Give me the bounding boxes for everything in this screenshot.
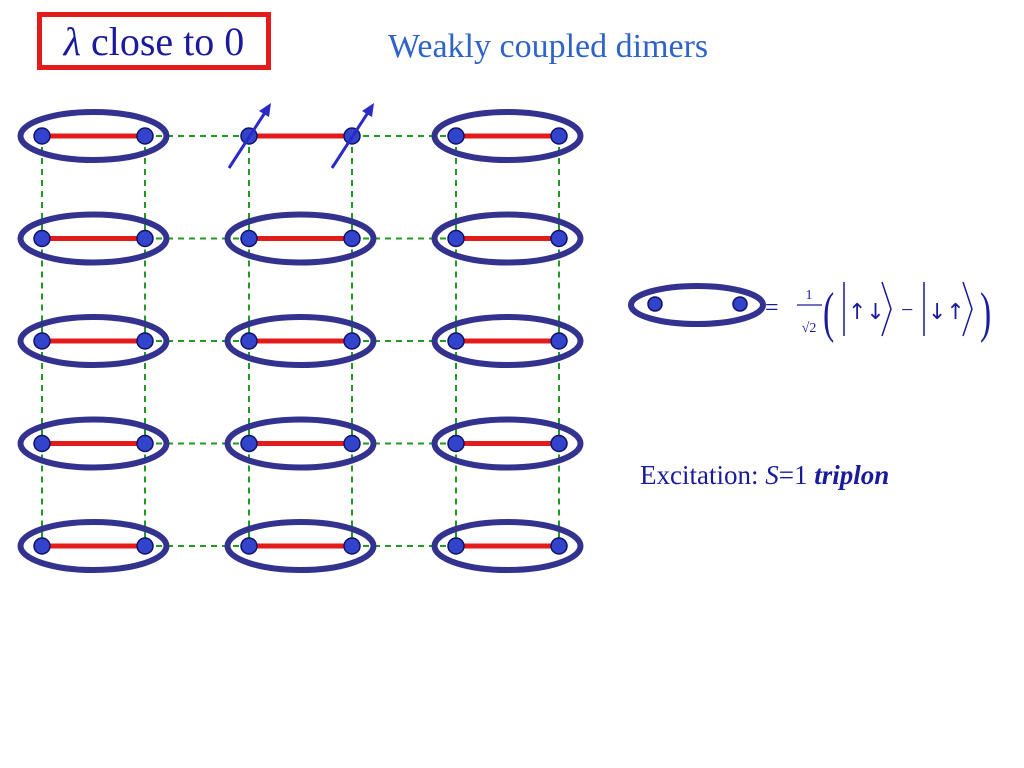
site-r2-c0-right	[136, 332, 154, 350]
legend-dimer-ring	[628, 283, 766, 327]
dimer-ring-r0-c2	[431, 109, 584, 163]
spin-arrow-shaft-right	[330, 110, 371, 169]
dimer-ring-r4-c2	[431, 519, 584, 573]
site-r3-c2-left	[447, 434, 465, 453]
site-r1-c1-left	[240, 229, 258, 248]
site-r1-c2-left	[447, 229, 465, 248]
site-r1-c1-right	[343, 229, 361, 248]
dimer-ring-r4-c1	[224, 519, 377, 573]
site-r3-c1-left	[240, 434, 258, 453]
dimer-ring-r3-c2	[431, 416, 584, 471]
spin-arrow-shaft-left	[227, 110, 268, 169]
dimer-ring-r2-c2	[431, 314, 584, 368]
site-r1-c0-right	[136, 229, 154, 248]
site-r2-c2-right	[550, 332, 568, 350]
site-r4-c0-left	[33, 537, 51, 555]
singlet-legend: = 1 √2 ( ↑↓ − ↓↑ )	[628, 281, 991, 343]
dimer-ring-r0-c0	[17, 109, 170, 163]
site-r1-c2-right	[550, 229, 568, 248]
site-r2-c2-left	[447, 332, 465, 350]
site-r4-c1-left	[240, 537, 258, 555]
lambda-symbol: λ	[63, 18, 81, 64]
excitation-label: Excitation: S=1 triplon	[640, 460, 889, 491]
site-r3-c1-right	[343, 434, 361, 453]
excitation-name: triplon	[814, 460, 890, 490]
site-r4-c2-right	[550, 537, 568, 555]
dimer-ring-r1-c2	[431, 211, 584, 266]
legend-paren-left: (	[823, 281, 834, 343]
legend-site-right	[732, 296, 748, 312]
subtitle: Weakly coupled dimers	[388, 28, 709, 65]
dimer-ring-r4-c0	[17, 519, 170, 573]
site-r0-c2-right	[550, 127, 568, 145]
excitation-spin-symbol: S	[765, 460, 779, 490]
dimer-ring-r3-c1	[224, 416, 377, 471]
lattice	[17, 103, 584, 573]
title-box: λ close to 0	[37, 12, 271, 70]
site-r4-c1-right	[343, 537, 361, 555]
site-r0-c0-left	[33, 127, 51, 145]
site-r3-c2-right	[550, 434, 568, 453]
excitation-prefix: Excitation:	[640, 460, 766, 490]
legend-ket1-angle	[881, 281, 892, 337]
site-r0-c2-left	[447, 127, 465, 145]
dimer-ring-r2-c0	[17, 314, 170, 368]
dimer-ring-r2-c1	[224, 314, 377, 368]
legend-ket2-angle	[962, 281, 973, 337]
legend-ket2-spins: ↓↑	[928, 300, 965, 325]
excitation-spin-value: =1	[778, 460, 815, 490]
site-r3-c0-left	[33, 434, 51, 453]
dimer-ring-r3-c0	[17, 416, 170, 471]
site-r4-c0-right	[136, 537, 154, 555]
site-r3-c0-right	[136, 434, 154, 453]
dimer-ring-r1-c1	[224, 211, 377, 266]
site-r1-c0-left	[33, 229, 51, 248]
spin-arrow-head-left	[259, 103, 271, 117]
site-r4-c2-left	[447, 537, 465, 555]
dimer-ring-r1-c0	[17, 211, 170, 266]
legend-numerator: 1	[806, 288, 813, 303]
legend-denominator: √2	[802, 321, 817, 336]
legend-paren-right: )	[980, 281, 991, 343]
spin-arrow-head-right	[362, 103, 374, 117]
legend-ket1-spins: ↑↓	[848, 300, 885, 325]
site-r0-c0-right	[136, 127, 154, 145]
legend-minus: −	[901, 297, 913, 322]
legend-site-left	[647, 296, 663, 312]
site-r2-c0-left	[33, 332, 51, 350]
site-r2-c1-right	[343, 332, 361, 350]
title-text: close to 0	[91, 18, 245, 64]
legend-equals: =	[765, 295, 779, 321]
site-r2-c1-left	[240, 332, 258, 350]
